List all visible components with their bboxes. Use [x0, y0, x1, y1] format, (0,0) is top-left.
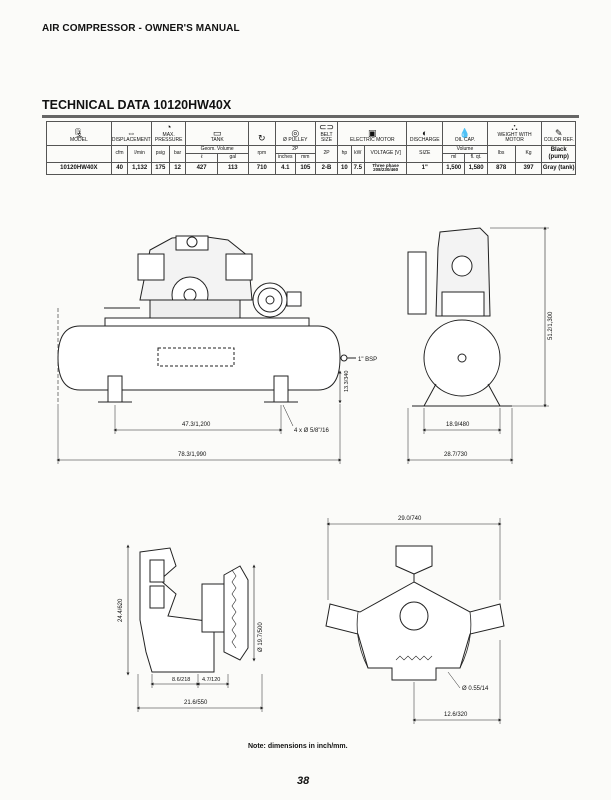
pump-side-view: 24.4/620 Ø 19.7/500 8.6/218 4.7/120 21.6… [118, 544, 264, 712]
cell-belt: 2-B [314, 161, 339, 176]
foot-spacing-label: 47.3/1,200 [182, 422, 211, 428]
overall-height-label: 51.2/1,300 [548, 311, 554, 340]
head-offset-label: 12.6/320 [444, 712, 468, 718]
cell-lmin: 1,132 [127, 161, 152, 176]
foot-height-label: 13.3/340 [344, 371, 350, 392]
unit-psig: psig [150, 144, 170, 163]
oil-drop-icon: 💧 [459, 127, 471, 138]
side-view: 51.2/1,300 18.9/480 28.7/730 [406, 226, 554, 464]
unit-lbs: lbs [486, 144, 516, 163]
cell-gal: 113 [216, 161, 249, 176]
tank-header: ▭TANK [185, 121, 249, 146]
title-divider [42, 115, 579, 118]
cell-color: Gray (tank) [541, 161, 576, 176]
pump-illustration [104, 235, 302, 319]
dimensions-note: Note: dimensions in inch/mm. [248, 743, 348, 750]
weight-icon: ⛬ [511, 122, 518, 132]
gauge-icon: ◔ [165, 122, 172, 132]
tank-icon: ▭ [212, 127, 222, 138]
cell-psig: 175 [150, 161, 170, 176]
paint-icon: ✎ [554, 127, 563, 138]
unit-rpm: rpm [247, 144, 276, 163]
holes-label: 4 x Ø 5/8"/16 [294, 428, 329, 434]
head-hole-label: Ø 0.55/14 [462, 686, 489, 692]
page-number: 38 [297, 775, 310, 787]
bsp-label: 1" BSP [358, 357, 377, 363]
cell-voltage: Three phase 208/230/460 [363, 161, 408, 176]
pump-offset-a-label: 8.6/218 [172, 677, 190, 683]
pump-head-view: 29.0/740 Ø 0.55/14 12.6/320 [325, 516, 505, 724]
pump-depth-label: 21.6/550 [184, 700, 208, 706]
electric-motor-header: ▣ELECTRIC MOTOR [337, 121, 408, 146]
section-title: TECHNICAL DATA 10120HW40X [42, 98, 232, 112]
belt-icon: ⊂⊃ [318, 122, 335, 132]
pulley-header: ◎Ø PULLEY [274, 121, 316, 146]
pump-flywheel-label: Ø 19.7/500 [258, 622, 264, 652]
motor-icon: ▣ [368, 127, 377, 138]
cell-lbs: 878 [486, 161, 516, 176]
pump-offset-b-label: 4.7/120 [202, 677, 220, 683]
unit-lmin: l/min [127, 144, 152, 163]
table-row: 10120HW40X 40 1,132 175 12 427 113 710 4… [46, 161, 576, 176]
cell-kw: 7.5 [350, 161, 365, 176]
discharge-header: ◐DISCHARGE [406, 121, 444, 146]
cell-hp: 10 [337, 161, 352, 176]
cell-cfm: 40 [110, 161, 129, 176]
side-width-label: 28.7/730 [444, 452, 468, 458]
cell-kg: 397 [514, 161, 543, 176]
side-foot-label: 18.9/480 [446, 422, 470, 428]
manual-header: AIR COMPRESSOR - OWNER'S MANUAL [42, 23, 240, 34]
cell-rpm: 710 [247, 161, 276, 176]
belt-header: ⊂⊃BELT SIZE [314, 121, 339, 146]
unit-voltage: VOLTAGE [V] [363, 144, 408, 163]
rotation-icon: ↻ [258, 133, 266, 143]
color-pump: Black (pump) [541, 144, 576, 163]
head-width-label: 29.0/740 [398, 516, 422, 522]
pump-height-label: 24.4/620 [118, 598, 124, 622]
cell-model: 10120HW40X [46, 161, 112, 176]
unit-kg: Kg [514, 144, 543, 163]
discharge-icon: ◐ [422, 127, 428, 138]
pulley-icon: ◎ [291, 127, 300, 138]
compressor-icon: 🗜 [73, 127, 85, 138]
overall-length-label: 78.3/1,990 [178, 452, 207, 458]
displacement-icon: ⇔ [126, 127, 136, 138]
unit-kw: kW [350, 144, 365, 163]
cell-flqt: 1,580 [464, 161, 488, 176]
displacement-header: ⇔DISPLACEMENT [110, 121, 152, 146]
front-view: 1" BSP 13.3/340 47.3/1,200 4 x Ø 5/8"/16… [56, 235, 377, 464]
technical-data-table: 🗜MODEL ⇔DISPLACEMENT ◔MAX. PRESSURE ▭TAN… [46, 121, 576, 176]
